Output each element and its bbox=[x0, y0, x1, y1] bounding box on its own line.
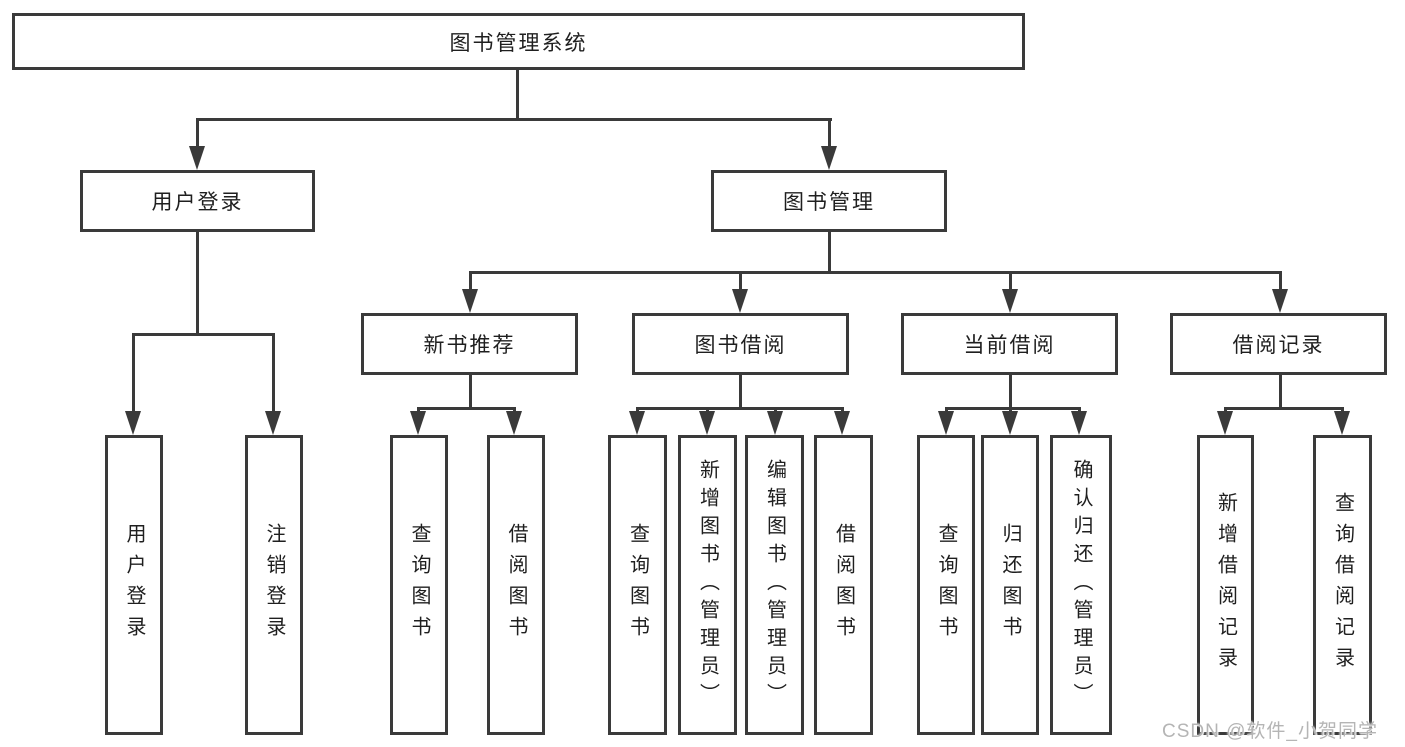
edge-book-mgmt-stem bbox=[828, 232, 831, 274]
edge-to-borrow-records-stem bbox=[1279, 271, 1282, 293]
leaf-cb-confirm-return-label: 确认归还（管理员） bbox=[1070, 459, 1092, 711]
arrow-down-icon bbox=[410, 411, 426, 435]
edge-current-borrow-hbar bbox=[945, 407, 1081, 410]
edge-user-login-hbar bbox=[132, 333, 274, 336]
arrow-down-icon bbox=[629, 411, 645, 435]
arrow-down-icon bbox=[506, 411, 522, 435]
leaf-bb-add-books-label: 新增图书（管理员） bbox=[696, 459, 719, 711]
arrow-down-icon bbox=[265, 411, 281, 435]
edge-borrow-records-hbar bbox=[1224, 407, 1344, 410]
leaf-logout-label: 注销登录 bbox=[263, 523, 285, 647]
leaf-query-borrow-record: 查询借阅记录 bbox=[1313, 435, 1372, 735]
edge-root-hbar bbox=[196, 118, 832, 121]
leaf-nbr-borrow-books-label: 借阅图书 bbox=[505, 523, 527, 647]
edge-to-book-borrow-stem bbox=[739, 271, 742, 293]
leaf-add-borrow-record-label: 新增借阅记录 bbox=[1214, 492, 1237, 678]
arrow-down-icon bbox=[1272, 289, 1288, 313]
node-book-management: 图书管理 bbox=[711, 170, 947, 232]
edge-new-book-rec-stem bbox=[469, 375, 472, 410]
leaf-cb-confirm-return: 确认归还（管理员） bbox=[1050, 435, 1112, 735]
node-book-borrowing: 图书借阅 bbox=[632, 313, 849, 375]
edge-to-new-book-rec-stem bbox=[469, 271, 472, 293]
arrow-down-icon bbox=[834, 411, 850, 435]
leaf-cb-query-books-label: 查询图书 bbox=[935, 523, 957, 647]
edge-user-login-stem bbox=[196, 232, 199, 336]
arrow-down-icon bbox=[1217, 411, 1233, 435]
node-borrowing-records-label: 借阅记录 bbox=[1232, 334, 1325, 357]
node-book-management-label: 图书管理 bbox=[783, 191, 875, 214]
node-current-borrowing: 当前借阅 bbox=[901, 313, 1118, 375]
leaf-nbr-query-books: 查询图书 bbox=[390, 435, 448, 735]
edge-root-stem bbox=[516, 70, 519, 120]
edge-to-book-mgmt-stem bbox=[828, 118, 831, 148]
arrow-down-icon bbox=[699, 411, 715, 435]
arrow-down-icon bbox=[189, 146, 205, 170]
node-root: 图书管理系统 bbox=[12, 13, 1025, 70]
arrow-down-icon bbox=[1002, 411, 1018, 435]
leaf-nbr-borrow-books: 借阅图书 bbox=[487, 435, 545, 735]
leaf-bb-add-books: 新增图书（管理员） bbox=[678, 435, 737, 735]
arrow-down-icon bbox=[938, 411, 954, 435]
arrow-down-icon bbox=[821, 146, 837, 170]
arrow-down-icon bbox=[767, 411, 783, 435]
arrow-down-icon bbox=[125, 411, 141, 435]
edge-to-ul-logout-stem bbox=[272, 333, 275, 415]
leaf-user-login: 用户登录 bbox=[105, 435, 163, 735]
leaf-bb-query-books: 查询图书 bbox=[608, 435, 667, 735]
node-new-book-recommend: 新书推荐 bbox=[361, 313, 578, 375]
leaf-bb-borrow-books-label: 借阅图书 bbox=[832, 523, 855, 647]
node-new-book-recommend-label: 新书推荐 bbox=[423, 334, 516, 357]
csdn-watermark: CSDN @软件_小贺同学 bbox=[1162, 721, 1378, 742]
leaf-cb-return-books: 归还图书 bbox=[981, 435, 1039, 735]
edge-book-mgmt-hbar bbox=[469, 271, 1282, 274]
arrow-down-icon bbox=[1002, 289, 1018, 313]
node-root-label: 图书管理系统 bbox=[449, 31, 588, 55]
leaf-cb-return-books-label: 归还图书 bbox=[999, 523, 1021, 647]
edge-current-borrow-stem bbox=[1009, 375, 1012, 410]
edge-to-ul-login-stem bbox=[132, 333, 135, 415]
node-current-borrowing-label: 当前借阅 bbox=[963, 334, 1056, 357]
arrow-down-icon bbox=[462, 289, 478, 313]
node-user-login: 用户登录 bbox=[80, 170, 315, 232]
leaf-cb-query-books: 查询图书 bbox=[917, 435, 975, 735]
edge-borrow-records-stem bbox=[1279, 375, 1282, 410]
edge-new-book-rec-hbar bbox=[417, 407, 516, 410]
edge-book-borrow-hbar bbox=[636, 407, 844, 410]
leaf-nbr-query-books-label: 查询图书 bbox=[408, 523, 430, 647]
arrow-down-icon bbox=[732, 289, 748, 313]
leaf-user-login-label: 用户登录 bbox=[123, 523, 145, 647]
edge-book-borrow-stem bbox=[739, 375, 742, 410]
node-book-borrowing-label: 图书借阅 bbox=[694, 334, 787, 357]
leaf-bb-edit-books-label: 编辑图书（管理员） bbox=[763, 459, 786, 711]
leaf-bb-query-books-label: 查询图书 bbox=[626, 523, 649, 647]
arrow-down-icon bbox=[1334, 411, 1350, 435]
node-user-login-label: 用户登录 bbox=[151, 191, 244, 214]
leaf-logout: 注销登录 bbox=[245, 435, 303, 735]
edge-to-user-login-stem bbox=[196, 118, 199, 148]
leaf-bb-borrow-books: 借阅图书 bbox=[814, 435, 873, 735]
node-borrowing-records: 借阅记录 bbox=[1170, 313, 1387, 375]
edge-to-current-borrow-stem bbox=[1009, 271, 1012, 293]
leaf-bb-edit-books: 编辑图书（管理员） bbox=[745, 435, 804, 735]
arrow-down-icon bbox=[1071, 411, 1087, 435]
leaf-query-borrow-record-label: 查询借阅记录 bbox=[1331, 492, 1354, 678]
leaf-add-borrow-record: 新增借阅记录 bbox=[1197, 435, 1254, 735]
